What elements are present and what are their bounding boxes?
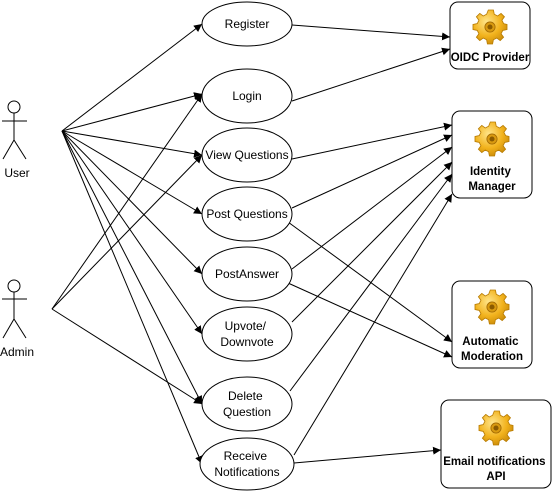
use-case-post-questions: Post Questions xyxy=(201,186,293,242)
use-case-upvote-downvote: Upvote/ Downvote xyxy=(201,306,293,362)
gear-icon xyxy=(472,9,508,45)
system-automatic-moderation: Automatic Moderation xyxy=(451,280,533,369)
use-case-view-questions-label: View Questions xyxy=(205,148,288,162)
stick-figure-icon xyxy=(2,100,27,160)
use-case-login: Login xyxy=(201,68,293,124)
use-case-upvote-downvote-label: Upvote/ Downvote xyxy=(220,319,274,349)
system-association-lines xyxy=(287,24,453,464)
actor-association-lines xyxy=(51,23,203,465)
user-view-line xyxy=(61,130,203,158)
system-oidc-provider: OIDC Provider xyxy=(449,1,531,70)
login-oidc-line xyxy=(291,47,451,102)
user-delete-line xyxy=(61,130,203,405)
gear-icon xyxy=(474,289,510,325)
system-email-notifications-api: Email notifications API xyxy=(440,399,552,489)
use-case-post-answer-label: PostAnswer xyxy=(215,267,279,281)
user-upvote-line xyxy=(61,130,203,335)
use-case-receive-notifications: Receive Notifications xyxy=(199,437,295,491)
actor-admin-label: Admin xyxy=(0,345,34,359)
actor-user: User xyxy=(2,100,30,180)
admin-delete-line xyxy=(51,308,203,405)
system-identity-manager-label: Identity Manager xyxy=(468,166,516,193)
gear-icon xyxy=(478,410,514,446)
use-case-post-answer: PostAnswer xyxy=(201,246,293,302)
post-answer-moderation-line xyxy=(287,282,453,358)
notifications-email-line xyxy=(293,446,442,464)
use-case-login-label: Login xyxy=(232,89,261,103)
system-identity-manager: Identity Manager xyxy=(451,110,533,199)
admin-view-line xyxy=(51,154,203,310)
use-case-view-questions: View Questions xyxy=(201,127,293,183)
register-oidc-line xyxy=(291,24,451,41)
use-case-receive-notifications-label: Receive Notifications xyxy=(214,449,279,479)
user-register-line xyxy=(61,23,203,132)
user-post-questions-line xyxy=(61,130,203,215)
gear-icon xyxy=(474,121,510,157)
user-login-line xyxy=(61,92,203,132)
post-answer-identity-line xyxy=(291,146,453,270)
post-questions-moderation-line xyxy=(287,221,453,343)
use-case-register-label: Register xyxy=(225,17,270,31)
upvote-identity-line xyxy=(291,161,453,323)
use-case-post-questions-label: Post Questions xyxy=(206,207,287,221)
user-notifications-line xyxy=(61,130,203,465)
actor-user-label: User xyxy=(4,166,29,180)
post-questions-identity-line xyxy=(291,134,453,209)
system-automatic-moderation-label: Automatic Moderation xyxy=(461,336,523,363)
system-email-notifications-api-label: Email notifications API xyxy=(443,456,548,483)
use-case-delete-question-label: Delete Question xyxy=(223,389,271,419)
use-case-delete-question: Delete Question xyxy=(201,376,293,432)
use-case-register: Register xyxy=(201,1,293,47)
user-post-answer-line xyxy=(61,130,203,275)
view-identity-line xyxy=(291,122,453,160)
system-oidc-provider-label: OIDC Provider xyxy=(451,52,530,64)
notifications-identity-line xyxy=(293,193,453,456)
actor-admin: Admin xyxy=(0,279,34,359)
admin-login-line xyxy=(51,93,203,310)
stick-figure-icon xyxy=(2,279,27,339)
